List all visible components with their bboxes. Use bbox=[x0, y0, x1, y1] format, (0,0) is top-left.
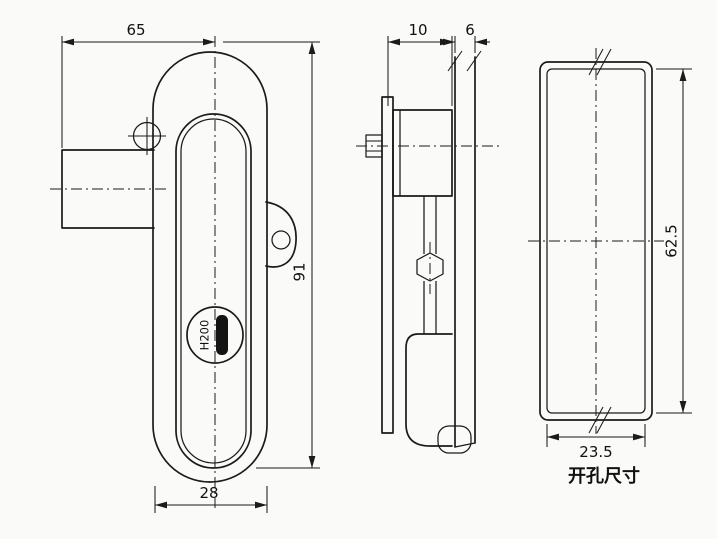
dim-front-height: 91 bbox=[291, 262, 309, 281]
cutout-dimensions: 62.5 23.5 bbox=[546, 68, 692, 461]
dim-cutout-width: 23.5 bbox=[579, 443, 612, 461]
keyhole: H200 bbox=[186, 306, 244, 364]
handle-outline bbox=[180, 118, 247, 464]
break-mark bbox=[588, 48, 604, 76]
break-mark bbox=[466, 50, 482, 72]
housing bbox=[392, 109, 453, 197]
dim-side-depth: 10 bbox=[408, 21, 427, 39]
mounting-screw bbox=[128, 117, 166, 155]
front-dimensions: 65 91 28 bbox=[61, 21, 320, 513]
side-dimensions: 10 6 bbox=[387, 21, 490, 106]
break-mark bbox=[447, 50, 463, 72]
break-mark bbox=[596, 48, 612, 76]
bolt-head bbox=[365, 134, 383, 158]
side-lug bbox=[265, 201, 297, 268]
break-mark bbox=[596, 406, 612, 434]
handle-recess-outline bbox=[175, 113, 252, 469]
cam-tip bbox=[437, 425, 472, 454]
front-view: H200 65 91 28 bbox=[61, 21, 320, 513]
stud-and-nut bbox=[416, 196, 444, 334]
latch-cam bbox=[405, 333, 472, 454]
side-view: 10 6 bbox=[365, 21, 490, 454]
lug-hole bbox=[271, 230, 291, 250]
dim-cutout-height: 62.5 bbox=[663, 224, 681, 257]
hex-nut bbox=[416, 252, 444, 282]
panel-section bbox=[447, 50, 482, 448]
cutout-view: 62.5 23.5 开孔尺寸 bbox=[539, 48, 692, 487]
key-slot bbox=[216, 315, 228, 355]
key-model-label: H200 bbox=[198, 320, 212, 351]
break-mark bbox=[588, 406, 604, 434]
dim-front-width: 65 bbox=[126, 21, 145, 39]
mounting-tab bbox=[61, 149, 155, 229]
cutout-caption: 开孔尺寸 bbox=[568, 465, 640, 487]
cutout-inner-outline bbox=[546, 68, 646, 414]
dim-body-width: 28 bbox=[199, 484, 218, 502]
dim-panel-thickness: 6 bbox=[465, 21, 475, 39]
